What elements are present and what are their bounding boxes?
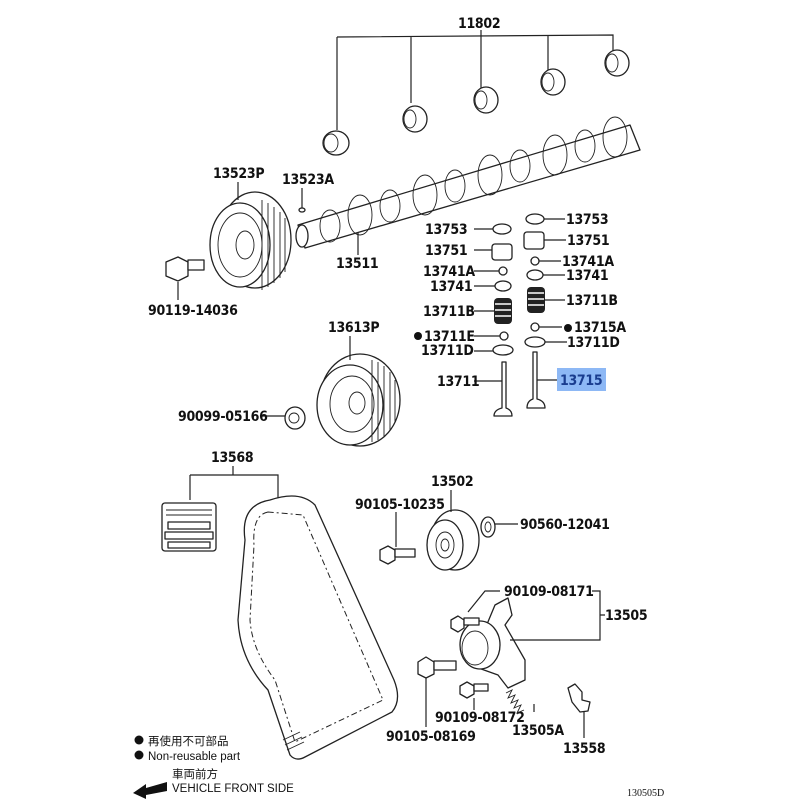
part-label-13505[interactable]: 13505 [605,608,648,624]
part-label-13741-left[interactable]: 13741 [430,279,473,295]
part-label-13741A-left[interactable]: 13741A [423,264,476,280]
idler-pulley-13502[interactable] [426,509,480,571]
part-label-13511[interactable]: 13511 [336,256,379,272]
part-label-90099-05166[interactable]: 90099-05166 [178,409,268,425]
part-label-13711[interactable]: 13711 [437,374,480,390]
part-label-90105-10235[interactable]: 90105-10235 [355,497,445,513]
part-label-13751-left[interactable]: 13751 [425,243,468,259]
non-reusable-dot-icon [564,324,572,332]
non-reusable-dot-icon [134,750,144,760]
bearing-icon [322,49,630,156]
vehicle-front-arrow-icon [133,782,167,799]
part-label-13753-right[interactable]: 13753 [566,212,609,228]
bolt-90105-10235[interactable] [379,545,416,565]
part-label-13711D-right[interactable]: 13711D [567,335,620,351]
tensioner-13505[interactable] [459,597,526,689]
part-label-13711B-left[interactable]: 13711B [423,304,475,320]
bearing-group-11802[interactable] [322,30,630,156]
legend-non-reusable-en: Non-reusable part [148,751,241,763]
nut-90099-05166[interactable] [284,406,306,430]
bolt-90109-08172[interactable] [459,681,489,699]
legend-non-reusable-jp: 再使用不可部品 [148,734,229,748]
part-label-13711E[interactable]: 13711E [424,329,475,345]
legend-front-en: VEHICLE FRONT SIDE [172,783,294,795]
part-label-13751-right[interactable]: 13751 [567,233,610,249]
part-label-13711D-left[interactable]: 13711D [421,343,474,359]
part-label-90109-08172[interactable]: 90109-08172 [435,710,525,726]
part-label-13613P[interactable]: 13613P [328,320,380,336]
part-label-13741A-right[interactable]: 13741A [562,254,615,270]
part-label-90119-14036[interactable]: 90119-14036 [148,303,238,319]
part-label-13711B-right[interactable]: 13711B [566,293,618,309]
pin-icon [298,207,306,213]
part-label-11802[interactable]: 11802 [458,16,501,32]
legend-front-jp: 車両前方 [172,767,218,781]
part-label-13558[interactable]: 13558 [563,741,606,757]
part-label-13502[interactable]: 13502 [431,474,474,490]
part-label-13715A[interactable]: 13715A [574,320,627,336]
pulley-13613P[interactable] [316,353,401,447]
part-label-13523P[interactable]: 13523P [213,166,265,182]
non-reusable-dot-icon [414,332,422,340]
part-label-13523A[interactable]: 13523A [282,172,335,188]
part-label-13505A[interactable]: 13505A [512,723,565,739]
spring-13505A[interactable] [505,688,525,714]
part-label-13741-right[interactable]: 13741 [566,268,609,284]
washer-90560-12041[interactable] [480,516,496,538]
camshaft-pulley-13523P[interactable] [209,191,292,290]
diagram-code: 130505D [627,788,664,799]
part-label-90109-08171[interactable]: 90109-08171 [504,584,594,600]
timing-belt-13568[interactable] [237,495,399,760]
bolt-90105-08169[interactable] [417,656,457,679]
bolt-90109-08171 [450,615,480,633]
valve-train-exhaust [523,213,546,409]
bracket-13558[interactable] [567,683,591,713]
part-label-13568[interactable]: 13568 [211,450,254,466]
valve-train-intake [491,223,514,417]
non-reusable-dot-icon [134,735,144,745]
part-label-90560-12041[interactable]: 90560-12041 [520,517,610,533]
part-label-13753-left[interactable]: 13753 [425,222,468,238]
camshaft-13511[interactable] [295,116,641,249]
selected-part-highlight [557,368,606,391]
part-label-13715[interactable]: 13715 [560,373,603,389]
part-label-90105-08169[interactable]: 90105-08169 [386,729,476,745]
belt-label-tag [161,502,217,552]
bolt-90119-14036[interactable] [165,256,205,282]
